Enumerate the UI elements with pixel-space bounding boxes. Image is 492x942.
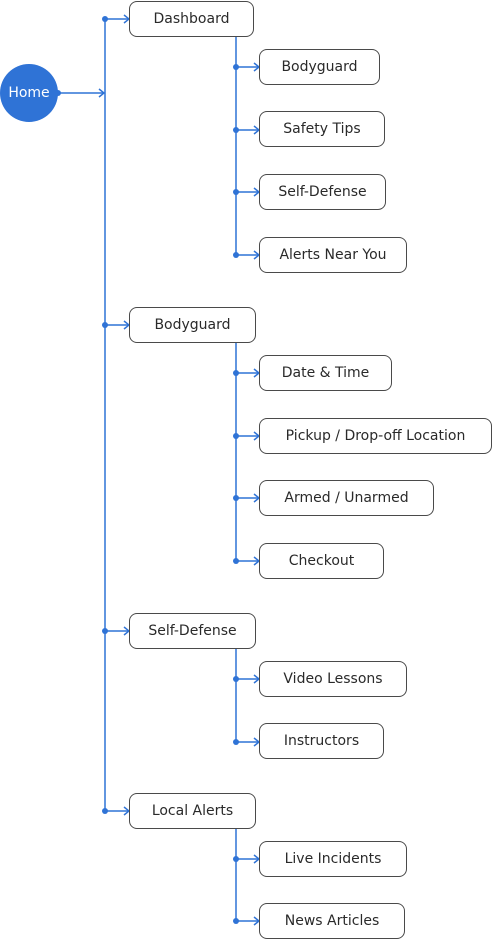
section-2-child-1-connector-dot: [233, 739, 239, 745]
root-node-home[interactable]: Home: [0, 64, 58, 122]
child-label: Bodyguard: [281, 59, 358, 75]
section-3-child-1-connector-dot: [233, 918, 239, 924]
child-label: Self-Defense: [278, 184, 367, 200]
section-3-connector-dot: [102, 808, 108, 814]
section-0-child-0-connector-dot: [233, 64, 239, 70]
child-label: Alerts Near You: [279, 247, 387, 263]
child-node-self-defense[interactable]: Self-Defense: [259, 174, 386, 210]
section-node-self-defense[interactable]: Self-Defense: [129, 613, 256, 649]
child-label: Video Lessons: [283, 671, 383, 687]
section-0-child-2-connector-dot: [233, 189, 239, 195]
section-1-child-1-connector-dot: [233, 433, 239, 439]
child-node-news-articles[interactable]: News Articles: [259, 903, 405, 939]
child-label: Safety Tips: [283, 121, 361, 137]
child-node-armed-unarmed[interactable]: Armed / Unarmed: [259, 480, 434, 516]
section-node-dashboard[interactable]: Dashboard: [129, 1, 254, 37]
section-0-child-3-connector-dot: [233, 252, 239, 258]
child-node-alerts-near-you[interactable]: Alerts Near You: [259, 237, 407, 273]
child-label: Instructors: [283, 733, 360, 749]
section-label: Dashboard: [153, 11, 230, 27]
section-3-child-0-connector-dot: [233, 856, 239, 862]
section-2-connector-dot: [102, 628, 108, 634]
child-node-live-incidents[interactable]: Live Incidents: [259, 841, 407, 877]
section-label: Local Alerts: [151, 803, 234, 819]
child-node-checkout[interactable]: Checkout: [259, 543, 384, 579]
child-node-video-lessons[interactable]: Video Lessons: [259, 661, 407, 697]
child-label: Live Incidents: [284, 851, 382, 867]
root-arrowhead: [98, 88, 106, 98]
section-label: Bodyguard: [154, 317, 231, 333]
child-node-pickup-dropoff[interactable]: Pickup / Drop-off Location: [259, 418, 492, 454]
section-1-connector-dot: [102, 322, 108, 328]
child-node-instructors[interactable]: Instructors: [259, 723, 384, 759]
child-node-bodyguard[interactable]: Bodyguard: [259, 49, 380, 85]
root-node-label: Home: [8, 85, 50, 101]
child-label: Armed / Unarmed: [284, 490, 409, 506]
section-node-local-alerts[interactable]: Local Alerts: [129, 793, 256, 829]
child-label: News Articles: [284, 913, 380, 929]
section-1-child-3-connector-dot: [233, 558, 239, 564]
child-label: Date & Time: [281, 365, 370, 381]
section-label: Self-Defense: [148, 623, 237, 639]
child-node-date-time[interactable]: Date & Time: [259, 355, 392, 391]
section-1-child-0-connector-dot: [233, 370, 239, 376]
child-node-safety-tips[interactable]: Safety Tips: [259, 111, 385, 147]
child-label: Pickup / Drop-off Location: [285, 428, 466, 444]
section-0-child-1-connector-dot: [233, 127, 239, 133]
child-label: Checkout: [288, 553, 355, 569]
section-1-child-2-connector-dot: [233, 495, 239, 501]
section-0-connector-dot: [102, 16, 108, 22]
section-node-bodyguard[interactable]: Bodyguard: [129, 307, 256, 343]
section-2-child-0-connector-dot: [233, 676, 239, 682]
